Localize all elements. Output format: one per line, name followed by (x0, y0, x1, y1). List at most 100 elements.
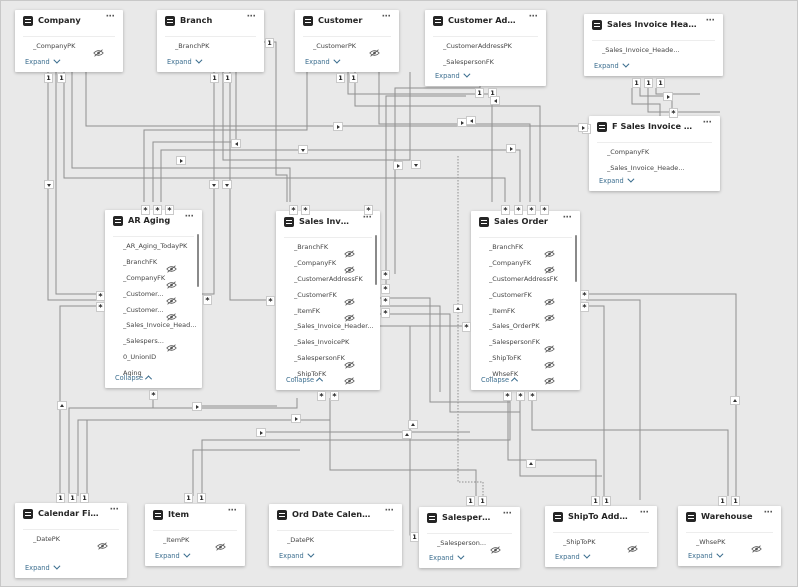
relationship-line[interactable] (354, 72, 541, 202)
more-options-button[interactable]: ··· (502, 509, 512, 519)
expand-button[interactable]: Expand (25, 562, 61, 572)
relationship-line[interactable] (588, 293, 737, 496)
field-row[interactable]: _CompanyFK (589, 146, 720, 162)
field-row[interactable]: _Salespers... (105, 335, 202, 352)
relationship-line[interactable] (59, 305, 101, 496)
field-row[interactable]: _CompanyPK (15, 40, 123, 57)
relationship-line[interactable] (47, 72, 101, 301)
field-row[interactable]: _ShipToFK (471, 352, 580, 369)
field-row[interactable]: _WhseFK (471, 368, 580, 385)
expand-button[interactable]: Expand (279, 550, 315, 560)
field-row[interactable]: _BranchFK (471, 241, 580, 258)
relationship-line[interactable] (631, 88, 661, 116)
field-row[interactable]: _Sales_Invoice_HeaderPK (584, 44, 723, 60)
expand-button[interactable]: Expand (435, 70, 471, 80)
collapse-button[interactable]: Collapse (481, 376, 519, 385)
relationship-line[interactable] (55, 72, 101, 295)
relationship-line[interactable] (588, 305, 605, 496)
relationship-line[interactable] (71, 72, 291, 202)
field-row[interactable]: _BranchPK (157, 40, 264, 56)
expand-button[interactable]: Expand (688, 550, 724, 560)
field-list-scrollbar[interactable] (575, 235, 577, 282)
relationship-line[interactable] (229, 72, 271, 301)
relationship-line[interactable] (192, 449, 300, 496)
field-row[interactable]: _CustomerFK (471, 289, 580, 306)
field-row[interactable]: _CustomerPK (295, 40, 399, 57)
more-options-button[interactable]: ··· (384, 506, 394, 516)
field-row[interactable]: _BranchFK (276, 241, 380, 258)
table-card-f-sales-invoice-header[interactable]: F Sales Invoice Header··· _CompanyFK_Sale… (589, 116, 720, 191)
expand-button[interactable]: Expand (594, 60, 630, 70)
more-options-button[interactable]: ··· (763, 508, 773, 518)
field-row[interactable]: _ItemFK (471, 305, 580, 322)
table-header[interactable]: Customer··· (295, 10, 399, 32)
relationship-line[interactable] (201, 398, 511, 496)
relationship-line[interactable] (507, 398, 597, 496)
field-row[interactable]: _ItemFK (276, 305, 380, 322)
field-row[interactable]: _CustomerAddressPK (425, 40, 546, 56)
field-row[interactable]: _WhsePK (678, 536, 781, 553)
expand-button[interactable]: Expand (25, 56, 61, 66)
more-options-button[interactable]: ··· (246, 12, 256, 22)
table-header[interactable]: ShipTo Address··· (545, 506, 657, 528)
table-header[interactable]: Sales Invoice Header··· (584, 14, 723, 36)
table-card-customer-address[interactable]: Customer Address··· _CustomerAddressPK_Sa… (425, 10, 546, 86)
collapse-button[interactable]: Collapse (115, 374, 153, 383)
field-row[interactable]: _Customer... (105, 288, 202, 305)
table-header[interactable]: Branch··· (157, 10, 264, 32)
more-options-button[interactable]: ··· (702, 118, 712, 128)
expand-button[interactable]: Expand (167, 56, 203, 66)
table-header[interactable]: Customer Address··· (425, 10, 546, 32)
inactive-relationship-line[interactable] (457, 156, 484, 496)
expand-button[interactable]: Expand (305, 56, 341, 66)
table-card-salesperson[interactable]: Salesperson···_Salesperson...Expand (419, 507, 520, 568)
field-row[interactable]: _DatePK (269, 534, 402, 550)
relationship-line[interactable] (586, 299, 641, 500)
relationship-line[interactable] (519, 398, 602, 477)
field-row[interactable]: _SalespersonFK (276, 352, 380, 369)
field-row[interactable]: _ShipToFK (276, 368, 380, 385)
table-card-sales-order[interactable]: Sales Order···_BranchFK_CompanyFK_Custom… (471, 211, 580, 390)
expand-button[interactable]: Expand (555, 551, 591, 561)
field-row[interactable]: _CompanyFK (276, 257, 380, 274)
expand-button[interactable]: Expand (155, 550, 191, 560)
field-row[interactable]: _Sales_Invoice_HeaderFK (589, 162, 720, 178)
relationship-line[interactable] (200, 72, 215, 295)
field-row[interactable]: _DatePK (15, 533, 127, 550)
field-row[interactable]: _Sales_InvoicePK (276, 336, 380, 352)
table-header[interactable]: AR Aging··· (105, 210, 202, 232)
field-row[interactable]: _Customer... (105, 304, 202, 321)
field-row[interactable]: _Salesperson... (419, 537, 520, 554)
relationship-line[interactable] (222, 72, 411, 161)
field-row[interactable]: _Sales_Invoice_Head... (105, 319, 202, 335)
more-options-button[interactable]: ··· (184, 212, 194, 222)
relationship-line[interactable] (160, 149, 521, 202)
collapse-button[interactable]: Collapse (286, 376, 324, 385)
relationship-line[interactable] (77, 398, 331, 496)
more-options-button[interactable]: ··· (362, 213, 372, 223)
more-options-button[interactable]: ··· (528, 12, 538, 22)
table-header[interactable]: Sales Order··· (471, 211, 580, 233)
relationship-line[interactable] (385, 95, 466, 286)
field-row[interactable]: _Sales_OrderPK (471, 320, 580, 336)
relationship-line[interactable] (68, 398, 298, 496)
table-card-sales-invoice-header[interactable]: Sales Invoice Header··· _Sales_Invoice_He… (584, 14, 723, 76)
field-row[interactable]: _AR_Aging_TodayPK (105, 240, 202, 256)
field-row[interactable]: 0_UnionID (105, 351, 202, 367)
relationship-line[interactable] (85, 72, 594, 127)
field-row[interactable]: _ShipToPK (545, 536, 657, 553)
more-options-button[interactable]: ··· (109, 505, 119, 515)
table-header[interactable]: F Sales Invoice Header··· (589, 116, 720, 138)
relationship-line[interactable] (143, 72, 308, 202)
field-row[interactable]: _SalespersonFK (425, 56, 546, 72)
table-header[interactable]: Sales Invoice··· (276, 211, 380, 233)
more-options-button[interactable]: ··· (639, 508, 649, 518)
field-row[interactable]: _ItemPK (145, 534, 245, 551)
